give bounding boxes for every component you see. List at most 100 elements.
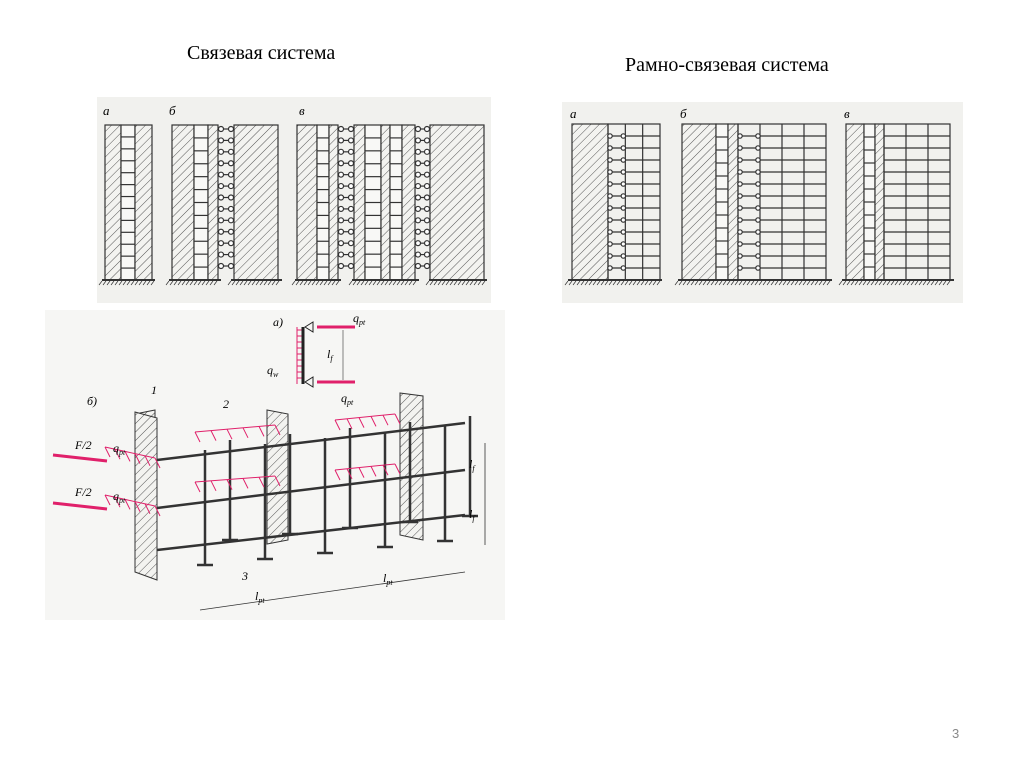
ground-hatch	[150, 280, 155, 286]
distributed-load-edge	[334, 463, 396, 471]
title-bracing-system: Связевая система	[187, 42, 336, 64]
load-arrow	[124, 499, 131, 510]
load-arrow	[346, 418, 353, 430]
hinge	[217, 137, 225, 144]
ground-hatch	[746, 280, 751, 286]
ground-hatch	[267, 280, 272, 286]
hinge	[227, 160, 235, 167]
lf-label-lower: lf	[469, 507, 476, 523]
distributed-load-edge	[194, 424, 276, 433]
hinge	[737, 241, 743, 247]
ground-hatch	[600, 280, 605, 286]
hinge	[347, 160, 355, 167]
ground-hatch	[275, 280, 280, 286]
ground-hatch	[239, 280, 244, 286]
ground-hatch	[303, 280, 308, 286]
hinge	[337, 251, 345, 258]
ground-hatch	[588, 280, 593, 286]
hinge	[737, 205, 743, 211]
shear-wall	[571, 123, 609, 281]
hinge	[607, 205, 613, 211]
hinge	[737, 181, 743, 187]
ground-hatch	[882, 280, 887, 286]
shear-wall	[207, 124, 219, 281]
page-number: 3	[952, 726, 960, 741]
hinge	[607, 157, 613, 163]
lpt-label-1: lpt	[255, 589, 265, 605]
shear-wall	[845, 123, 865, 281]
ground-hatch	[710, 280, 715, 286]
hinge	[347, 217, 355, 224]
hinge	[414, 217, 422, 224]
load-arrow	[258, 426, 265, 437]
ground-hatch	[838, 280, 843, 286]
hinge	[737, 253, 743, 259]
ground-hatch	[429, 280, 434, 286]
ground-hatch	[177, 280, 182, 286]
ground-hatch	[934, 280, 939, 286]
hinge	[414, 251, 422, 258]
hinge	[347, 240, 355, 247]
hinge	[423, 194, 431, 201]
ground-hatch	[652, 280, 657, 286]
hinge	[217, 217, 225, 224]
lf-label-upper: lf	[469, 457, 476, 473]
label-a: а	[570, 106, 577, 121]
ground-hatch	[790, 280, 795, 286]
ground-hatch	[722, 280, 727, 286]
ground-hatch	[926, 280, 931, 286]
hinge	[620, 229, 627, 235]
ground-hatch	[315, 280, 320, 286]
ground-hatch	[247, 280, 252, 286]
load-arrow	[370, 416, 377, 427]
hinge	[755, 241, 761, 247]
hinge	[423, 125, 431, 133]
load-arrow	[210, 430, 217, 441]
hinge	[217, 125, 225, 133]
shear-wall	[104, 124, 122, 281]
ground-hatch	[846, 280, 851, 286]
distributed-load-edge	[334, 413, 396, 421]
hinge	[755, 193, 761, 199]
hinge	[227, 194, 235, 201]
load-arrow	[242, 478, 249, 489]
ground-hatch	[408, 280, 413, 286]
ground-hatch	[802, 280, 807, 286]
hinge	[217, 182, 225, 190]
ground-hatch	[734, 280, 739, 286]
hinge	[755, 265, 761, 271]
ground-hatch	[568, 280, 573, 286]
ground-hatch	[930, 280, 935, 286]
ground-hatch	[778, 280, 783, 286]
hinge	[737, 229, 743, 235]
load-arrow	[274, 424, 281, 436]
ground-hatch	[185, 280, 190, 286]
hinge	[755, 253, 761, 259]
ground-hatch	[372, 280, 377, 286]
hinge	[414, 240, 422, 247]
hinge	[337, 205, 345, 213]
ground-hatch	[106, 280, 111, 286]
hinge	[737, 169, 743, 175]
ground-hatch	[271, 280, 276, 286]
hinge	[217, 240, 225, 247]
ground-hatch	[694, 280, 699, 286]
load-arrow	[346, 468, 353, 480]
hinge	[620, 181, 627, 187]
lpt-dimension-line	[199, 571, 466, 611]
hinge	[423, 240, 431, 247]
ground-hatch	[331, 280, 336, 286]
hinge	[423, 217, 431, 224]
lpt-label-2: lpt	[383, 571, 393, 587]
ground-hatch	[766, 280, 771, 286]
ground-hatch	[898, 280, 903, 286]
hinge	[737, 193, 743, 199]
callout-3: 3	[241, 569, 248, 583]
hinge	[347, 228, 355, 235]
shear-wall	[233, 124, 279, 281]
ground-hatch	[437, 280, 442, 286]
ground-hatch	[616, 280, 621, 286]
hinge	[607, 133, 613, 139]
lf-label-detail: lf	[327, 347, 334, 363]
hinge	[755, 133, 761, 139]
